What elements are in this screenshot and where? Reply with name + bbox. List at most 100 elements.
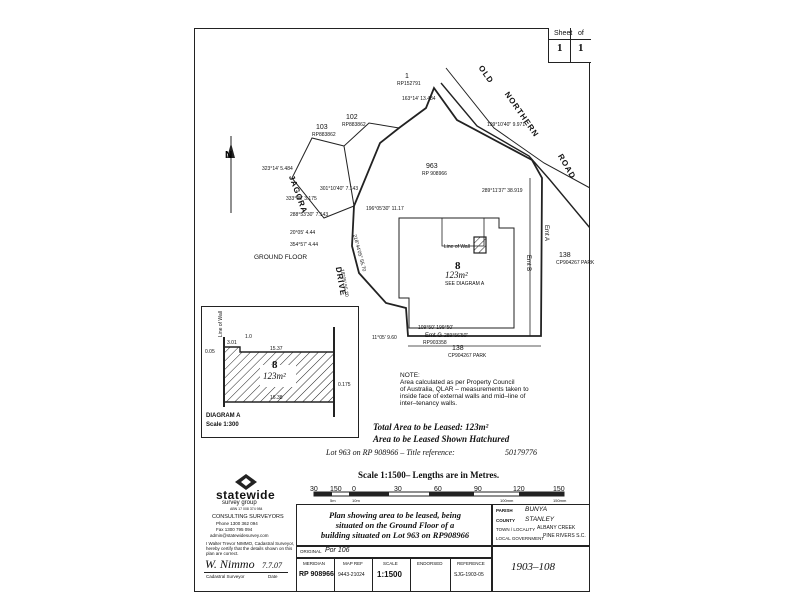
lot-103-label: 103	[316, 124, 328, 131]
parish-box: PARISH BUNYA COUNTY STANLEY TOWN / LOCAL…	[492, 504, 590, 546]
bearing-label: 163°14' 13.484	[402, 96, 436, 102]
scale-bar	[313, 491, 565, 497]
bearing-label: 354°57' 4.44	[290, 242, 318, 248]
company-subname: survey group	[222, 500, 257, 506]
bearing-label: 289°11'37" 38.919	[482, 188, 523, 194]
county-value: STANLEY	[525, 516, 555, 523]
title-reference: 50179776	[505, 448, 537, 457]
drawing-number-box: 1903–108	[492, 546, 590, 592]
surveyor-signature: W. Nimmo	[205, 557, 255, 571]
original-value: Por 106	[325, 547, 350, 554]
diagram-a-drawing	[223, 327, 335, 417]
meridian-value: RP 908966	[299, 571, 334, 578]
lot-reference-text: Lot 963 on RP 908966 – Title reference:	[326, 448, 455, 457]
scale-tick-label: 0	[352, 486, 356, 493]
diagram-a-title: DIAGRAM A	[206, 413, 241, 419]
north-arrow: N	[225, 136, 235, 213]
diagram-a-dim-top: 3.01	[227, 340, 237, 346]
main-lot-number: 8	[455, 260, 461, 272]
note-line: of Australia, QLAR – measurements taken …	[400, 386, 529, 393]
diagram-a-area: 123m²	[263, 371, 286, 381]
lot-138-right-plan: CP904267 PARK	[556, 260, 595, 266]
diagram-a-frame: 8 123m² Line of Wall 1.0 0.05 3.01 15.37…	[201, 306, 359, 438]
note-heading: NOTE:	[400, 372, 420, 379]
scale-subtick: 100mm	[500, 498, 514, 503]
note-line: inter–tenancy walls.	[400, 400, 458, 407]
see-diagram-a: SEE DIAGRAM A	[445, 281, 485, 287]
lot-1-plan: RP152791	[397, 81, 421, 87]
building-inner-wall	[441, 218, 485, 247]
line-of-wall-main: Line of Wall	[444, 244, 470, 250]
company-block: statewide survey group ABN 17 008 374 98…	[200, 472, 295, 590]
diagram-a-scale: Scale 1:300	[206, 422, 239, 428]
survey-plan-sheet	[194, 28, 590, 592]
road-edge-inner	[440, 82, 590, 229]
company-email: admin@statewidesurvey.com	[210, 533, 269, 538]
survey-drawing: N	[225, 67, 590, 497]
sheet-number-box: Sheet of 1 1	[548, 28, 591, 63]
endorsed-label: ENDORSED	[417, 561, 443, 566]
diagram-a-dim-bottom: 16.38	[270, 395, 283, 401]
original-row: ORIGINAL Por 106	[296, 546, 492, 558]
scale-value: 1:1500	[377, 570, 402, 579]
lot-138-right-label: 138	[559, 252, 571, 259]
easement-b-label: Emt B	[525, 254, 532, 272]
local-government-label: LOCAL GOVERNMENT	[496, 536, 545, 541]
title-block: Plan showing area to be leased, being si…	[296, 504, 590, 592]
scale-tick-label: 60	[434, 486, 442, 493]
scale-tick-label: 90	[474, 486, 482, 493]
diagram-a-dim-left: 0.05	[205, 349, 215, 355]
parish-value: BUNYA	[525, 506, 548, 513]
diagram-a-dim-top-right: 15.37	[270, 346, 283, 352]
lot-963-label: 963	[426, 163, 438, 170]
original-label: ORIGINAL	[300, 549, 322, 554]
diagram-a-line-of-wall: Line of Wall	[217, 311, 224, 337]
ground-floor-label: GROUND FLOOR	[254, 254, 308, 261]
company-phone: Phone 1300 362 094	[216, 521, 258, 526]
plan-description-line: situated on the Ground Floor of a	[335, 520, 455, 530]
scale-subtick: 10m	[352, 498, 360, 503]
plan-description-line: Plan showing area to be leased, being	[329, 510, 461, 520]
bearing-label: 301°10'40" 7.143	[320, 186, 359, 192]
main-lot-area: 123m²	[445, 270, 468, 280]
easement-a-label: Emt A	[543, 224, 550, 242]
bearing-label: 288°53'30" 7.143	[290, 212, 329, 218]
easement-g-plan: RP903358	[423, 340, 447, 346]
town-label: TOWN / LOCALITY	[496, 527, 536, 532]
certification-line: I Walter Trevor NIMMO, Cadastral Surveyo…	[206, 541, 295, 546]
scale-text: Scale 1:1500– Lengths are in Metres.	[358, 470, 500, 480]
road-edge-outer	[445, 67, 590, 189]
scale-tick-label: 120	[513, 486, 525, 493]
map-ref-label: MAP REF	[343, 561, 363, 566]
scale-tick-label: 30	[394, 486, 402, 493]
leased-area-hatched	[473, 236, 487, 254]
area-note: NOTE: Area calculated as per Property Co…	[400, 372, 529, 407]
bearing-label: 20°05' 4.44	[290, 230, 316, 236]
meridian-label: MERIDIAN	[303, 561, 326, 566]
lot-963-plan: RP 908966	[422, 171, 447, 177]
lot-963-boundary	[351, 86, 543, 337]
certification-line: plan are correct.	[206, 551, 239, 556]
lot-1-label: 1	[405, 73, 409, 80]
sheet-label: Sheet	[554, 30, 573, 37]
company-abn: ABN 17 008 374 984	[230, 507, 263, 511]
scale-tick-label: 150	[330, 486, 342, 493]
reference-label: REFERENCE	[457, 561, 485, 566]
lot-103-plan: RP883862	[312, 132, 336, 138]
lot-103-boundary	[291, 137, 355, 219]
diagram-a-lot-number: 8	[272, 359, 278, 371]
bearing-label: 323°14' 5.484	[262, 166, 293, 172]
bearing-label: 199°10'40" 9.971	[487, 122, 526, 128]
scale-label: SCALE	[383, 561, 398, 566]
lot-102-plan: RP883862	[342, 122, 366, 128]
map-ref-value: 9443-21024	[338, 572, 365, 578]
certification-line: hereby certify that the details shown on…	[206, 546, 293, 551]
county-label: COUNTY	[496, 518, 515, 523]
diagram-a-dim-right: 0.175	[338, 382, 351, 388]
parish-label: PARISH	[496, 508, 513, 513]
cadastral-surveyor-label: Cadastral Surveyor	[206, 574, 245, 579]
date-label: Date	[268, 574, 278, 579]
scale-tick-label: 150	[553, 486, 565, 493]
reference-row: MERIDIAN RP 908966 MAP REF 9443-21024 SC…	[296, 558, 492, 592]
bearing-label: 109°50' 199°50'	[418, 325, 454, 331]
